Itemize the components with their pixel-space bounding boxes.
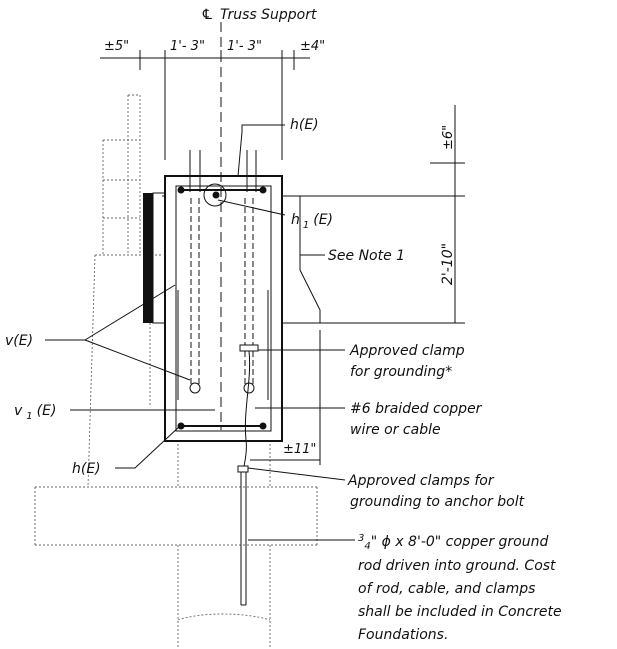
foundation-outline (143, 175, 465, 442)
dim-left-out: ±5" (104, 39, 129, 54)
anchor-line1: Approved clamps for (347, 473, 495, 489)
rod-frac-den: 4 (364, 541, 370, 552)
see-note-label: See Note 1 (328, 248, 405, 264)
dim-vert-top: ±6" (441, 125, 456, 150)
clamp-grounding (239, 344, 259, 352)
centerline-symbol: ℄ (201, 7, 214, 23)
rod-line3: of rod, cable, and clamps (358, 581, 535, 597)
clamp-anchor-bolt (237, 465, 249, 473)
annotations: ℄ Truss Support ±5" 1'- 3" 1'- 3" ±4" ±6… (5, 7, 562, 643)
rod-line1: 34" ϕ x 8'-0" copper ground (358, 533, 548, 552)
grounding-system (237, 344, 259, 606)
rod-line5: Foundations. (358, 627, 448, 643)
dim-right-in: 1'- 3" (227, 39, 262, 54)
anchor-line2: grounding to anchor bolt (350, 494, 525, 510)
truss-support-label: Truss Support (220, 7, 317, 23)
v1-main: v (14, 403, 23, 419)
h1-e-tail: (E) (313, 212, 333, 228)
rod-line2: rod driven into ground. Cost (358, 558, 556, 574)
v1-tail: (E) (37, 403, 57, 419)
clamp-line2: for grounding* (350, 364, 452, 380)
dim-vert-main: 2'-10" (440, 243, 456, 285)
leaders (45, 124, 355, 541)
rod-line4: shall be included in Concrete (358, 604, 562, 620)
rod-frac-num: 3 (358, 533, 364, 544)
dim-right-out: ±4" (300, 39, 325, 54)
dim-left-in: 1'- 3" (170, 39, 205, 54)
rebar (177, 150, 269, 430)
h1-e-main: h (291, 212, 300, 228)
dim-bottom: ±11" (283, 442, 316, 457)
h1-e-sub: 1 (303, 220, 309, 231)
left-bearing-block (143, 193, 153, 323)
clamp-line1: Approved clamp (349, 343, 465, 359)
v-e-label: v(E) (5, 333, 33, 349)
wire-line1: #6 braided copper (350, 401, 483, 417)
h-e-top-label: h(E) (290, 117, 319, 133)
v1-sub: 1 (26, 411, 32, 422)
wire-line2: wire or cable (350, 422, 441, 438)
h-e-bottom-label: h(E) (72, 461, 101, 477)
rod-line1-rest: " ϕ x 8'-0" copper ground (371, 534, 549, 550)
dimensions (100, 50, 465, 465)
